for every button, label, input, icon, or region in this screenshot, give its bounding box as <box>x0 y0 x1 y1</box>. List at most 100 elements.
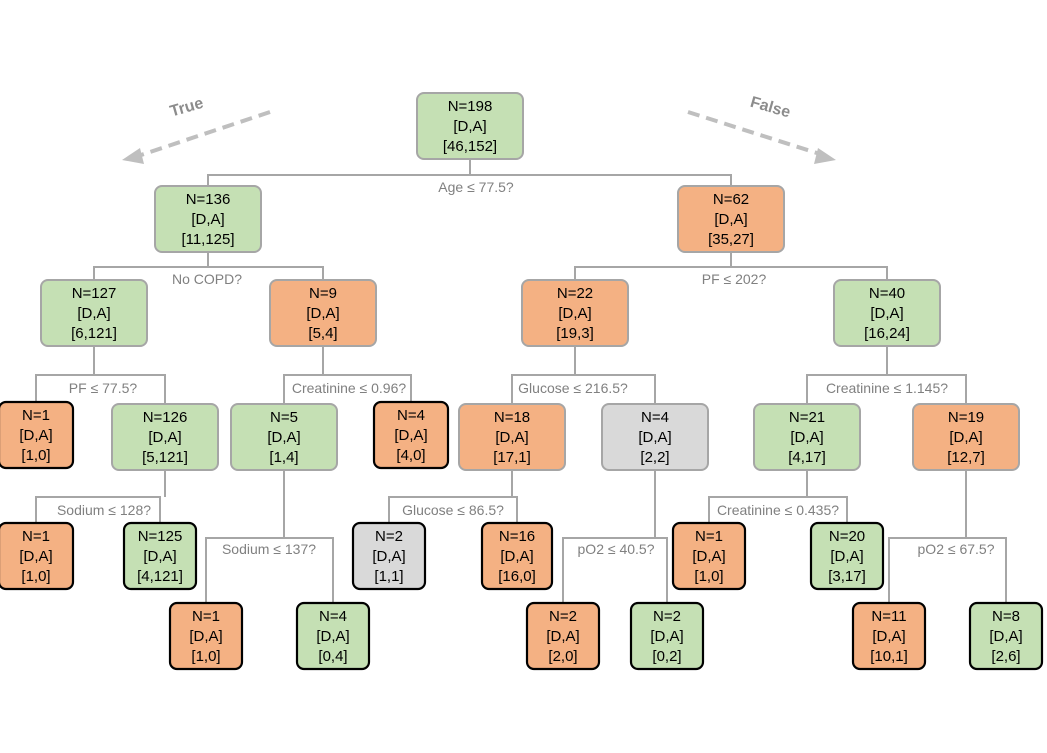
node-box <box>351 521 427 591</box>
split-node-n6: N=22[D,A][19,3] <box>521 279 629 347</box>
edge-n7 <box>806 346 967 404</box>
leaf-node-n26: N=11[D,A][10,1] <box>851 601 927 671</box>
tree-edges <box>35 159 1007 603</box>
node-class-order: [D,A] <box>77 305 110 322</box>
leaf-node-n23: N=2[D,A][0,2] <box>629 601 705 671</box>
edge-n14 <box>708 470 848 523</box>
node-class-order: [D,A] <box>19 548 52 565</box>
split-node-n1: N=198[D,A][46,152] <box>416 92 524 160</box>
node-class-order: [D,A] <box>638 429 671 446</box>
split-node-n10: N=5[D,A][1,4] <box>230 403 338 471</box>
split-label-background <box>65 379 141 397</box>
node-class-counts: [4,121] <box>137 568 183 585</box>
node-box <box>525 601 601 671</box>
node-class-counts: [0,4] <box>318 648 347 665</box>
node-sample-count: N=2 <box>375 528 403 545</box>
leaf-node-n21: N=16[D,A][16,0] <box>480 521 554 591</box>
node-class-order: [D,A] <box>870 305 903 322</box>
node-class-counts: [3,17] <box>828 568 866 585</box>
node-box <box>122 521 198 591</box>
leaf-node-n24: N=1[D,A][1,0] <box>671 521 747 591</box>
node-class-order: [D,A] <box>830 548 863 565</box>
node-sample-count: N=20 <box>829 528 865 545</box>
node-class-order: [D,A] <box>148 429 181 446</box>
split-label-background <box>713 501 843 519</box>
edge-n9 <box>35 470 166 523</box>
false-label: False <box>748 94 792 122</box>
node-class-order: [D,A] <box>372 548 405 565</box>
node-box <box>912 403 1020 471</box>
node-sample-count: N=22 <box>557 285 593 302</box>
node-box <box>480 521 554 591</box>
split-label-background <box>218 540 320 558</box>
node-class-counts: [17,1] <box>493 449 531 466</box>
node-box <box>458 403 566 471</box>
node-class-counts: [35,27] <box>708 231 754 248</box>
node-class-order: [D,A] <box>495 429 528 446</box>
edge-n10 <box>205 470 334 603</box>
node-class-order: [D,A] <box>189 628 222 645</box>
split-label-n12: Glucose ≤ 86.5? <box>402 502 504 518</box>
node-class-order: [D,A] <box>790 429 823 446</box>
node-box <box>809 521 885 591</box>
node-class-order: [D,A] <box>453 118 486 135</box>
split-label-background <box>574 540 658 558</box>
split-label-background <box>914 540 998 558</box>
node-class-counts: [10,1] <box>870 648 908 665</box>
split-node-n3: N=62 [D,A] [35,27] <box>677 185 785 253</box>
node-sample-count: N=1 <box>22 407 50 424</box>
node-sample-count: N=21 <box>789 409 825 426</box>
edge-n5 <box>283 346 412 404</box>
node-class-order: [D,A] <box>714 211 747 228</box>
node-class-counts: [1,0] <box>21 447 50 464</box>
node-class-counts: [0,2] <box>652 648 681 665</box>
edge-n3 <box>574 252 888 280</box>
node-sample-count: N=8 <box>992 608 1020 625</box>
node-class-counts: [1,1] <box>374 568 403 585</box>
node-box <box>0 400 75 470</box>
split-node-n9: N=126[D,A][5,121] <box>111 403 219 471</box>
node-class-counts: [4,17] <box>788 449 826 466</box>
node-class-order: [D,A] <box>558 305 591 322</box>
node-class-order: [D,A] <box>267 429 300 446</box>
leaf-node-n19: N=4[D,A][0,4] <box>295 601 371 671</box>
split-label-n14: Creatinine ≤ 0.435? <box>717 502 839 518</box>
true-direction-indicator: True <box>122 95 271 164</box>
node-sample-count: N=2 <box>549 608 577 625</box>
node-box <box>230 403 338 471</box>
node-sample-count: N=62 <box>713 191 749 208</box>
edge-n13 <box>562 470 668 603</box>
split-label-n4: PF ≤ 77.5? <box>69 380 138 396</box>
node-box <box>40 279 148 347</box>
node-sample-count: N=4 <box>397 407 425 424</box>
leaf-node-n16: N=1[D,A][1,0] <box>0 521 75 591</box>
split-node-n4: N=127[D,A][6,121] <box>40 279 148 347</box>
split-label-background <box>435 178 517 196</box>
node-box <box>521 279 629 347</box>
node-box <box>372 400 450 470</box>
split-label-background <box>822 379 952 397</box>
split-label-n13: pO2 ≤ 40.5? <box>578 541 655 557</box>
node-class-counts: [2,6] <box>991 648 1020 665</box>
node-class-counts: [5,121] <box>142 449 188 466</box>
node-sample-count: N=136 <box>186 191 231 208</box>
node-box <box>0 521 75 591</box>
node-class-counts: [2,0] <box>548 648 577 665</box>
node-sample-count: N=4 <box>319 608 347 625</box>
node-class-counts: [1,4] <box>269 449 298 466</box>
split-label-n15: pO2 ≤ 67.5? <box>918 541 995 557</box>
tree-nodes: N=198[D,A][46,152]N=136[D,A][11,125]N=62… <box>0 92 1044 671</box>
split-label-background <box>515 379 632 397</box>
node-class-counts: [46,152] <box>443 138 497 155</box>
node-sample-count: N=16 <box>499 528 535 545</box>
node-class-order: [D,A] <box>692 548 725 565</box>
node-class-order: [D,A] <box>989 628 1022 645</box>
leaf-node-n20: N=2 [D,A] [1,1] <box>351 521 427 591</box>
node-class-counts: [1,0] <box>21 568 50 585</box>
node-sample-count: N=4 <box>641 409 669 426</box>
node-box <box>416 92 524 160</box>
split-node-n2: N=136[D,A][11,125] <box>154 185 262 253</box>
node-class-counts: [2,2] <box>640 449 669 466</box>
split-node-n15: N=19[D,A][12,7] <box>912 403 1020 471</box>
node-box <box>677 185 785 253</box>
